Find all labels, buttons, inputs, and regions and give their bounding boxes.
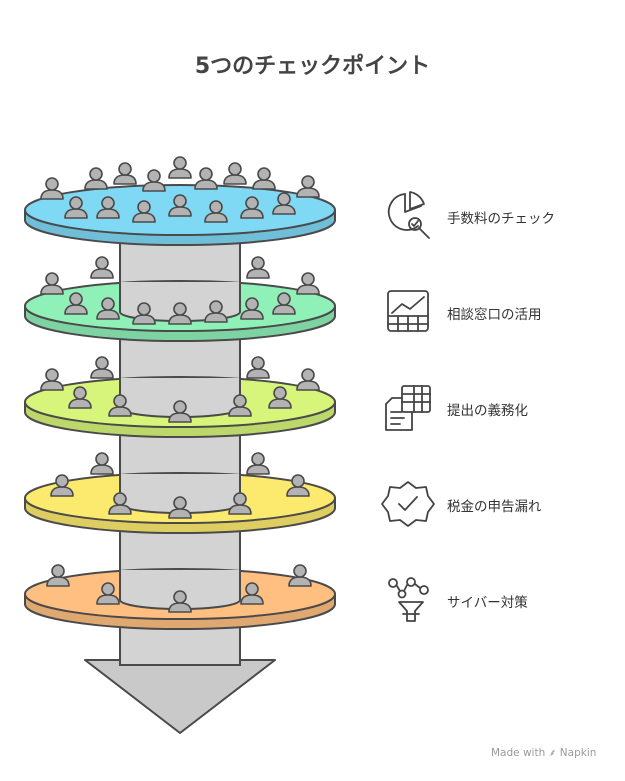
- person-icon: [64, 292, 88, 315]
- person-icon: [246, 452, 270, 475]
- person-icon: [40, 177, 64, 200]
- person-icon: [240, 196, 264, 219]
- network-funnel-icon: [388, 577, 429, 622]
- person-icon: [204, 200, 228, 223]
- person-icon: [246, 256, 270, 279]
- disk-2: [24, 256, 336, 342]
- person-icon: [240, 297, 264, 320]
- person-icon: [50, 474, 74, 497]
- documents-icon: [385, 385, 431, 431]
- person-icon: [223, 162, 247, 185]
- person-icon: [272, 292, 296, 315]
- person-icon: [272, 192, 296, 215]
- checkpoint-icons: [381, 191, 435, 622]
- disk-5: [24, 564, 336, 630]
- person-icon: [168, 302, 192, 325]
- person-icon: [168, 590, 192, 613]
- diagram-title: 5つのチェックポイント: [194, 54, 431, 79]
- person-icon: [68, 386, 92, 409]
- badge-check-icon: [381, 481, 435, 527]
- person-icon: [108, 492, 132, 515]
- person-icon: [268, 386, 292, 409]
- person-icon: [46, 564, 70, 587]
- person-icon: [132, 302, 156, 325]
- person-icon: [296, 175, 320, 198]
- chart-grid-icon: [387, 290, 429, 332]
- person-icon: [168, 156, 192, 179]
- person-icon: [168, 194, 192, 217]
- person-icon: [113, 162, 137, 185]
- checkpoint-label-5: サイバー対策: [447, 595, 528, 611]
- checkpoint-label-1: 手数料のチェック: [447, 211, 555, 227]
- disk-4: [24, 452, 336, 534]
- person-icon: [96, 196, 120, 219]
- person-icon: [228, 492, 252, 515]
- people-group: [40, 156, 320, 223]
- people-group: [40, 356, 320, 423]
- person-icon: [90, 256, 114, 279]
- person-icon: [168, 400, 192, 423]
- person-icon: [296, 272, 320, 295]
- person-icon: [40, 368, 64, 391]
- person-icon: [296, 368, 320, 391]
- person-icon: [194, 167, 218, 190]
- person-icon: [252, 167, 276, 190]
- napkin-watermark: Made with ⸙ Napkin: [491, 747, 597, 759]
- person-icon: [40, 272, 64, 295]
- person-icon: [286, 474, 310, 497]
- checkpoint-disks: [24, 156, 336, 630]
- checkpoint-label-2: 相談窓口の活用: [447, 307, 542, 323]
- person-icon: [288, 564, 312, 587]
- people-group: [46, 564, 312, 613]
- checkpoint-label-3: 提出の義務化: [447, 403, 528, 419]
- disk-1: [24, 156, 336, 246]
- checkpoint-label-4: 税金の申告漏れ: [447, 499, 542, 515]
- person-icon: [64, 196, 88, 219]
- person-icon: [90, 356, 114, 379]
- person-icon: [246, 356, 270, 379]
- people-group: [40, 256, 320, 325]
- person-icon: [228, 394, 252, 417]
- person-icon: [96, 297, 120, 320]
- person-icon: [168, 496, 192, 519]
- person-icon: [204, 300, 228, 323]
- person-icon: [90, 452, 114, 475]
- disk-3: [24, 356, 336, 438]
- person-icon: [132, 200, 156, 223]
- person-icon: [108, 394, 132, 417]
- person-icon: [142, 169, 166, 192]
- person-icon: [96, 582, 120, 605]
- down-arrow: [84, 659, 276, 734]
- person-icon: [240, 582, 264, 605]
- people-group: [50, 452, 310, 519]
- pie-chart-magnifier-icon: [387, 191, 430, 239]
- person-icon: [84, 167, 108, 190]
